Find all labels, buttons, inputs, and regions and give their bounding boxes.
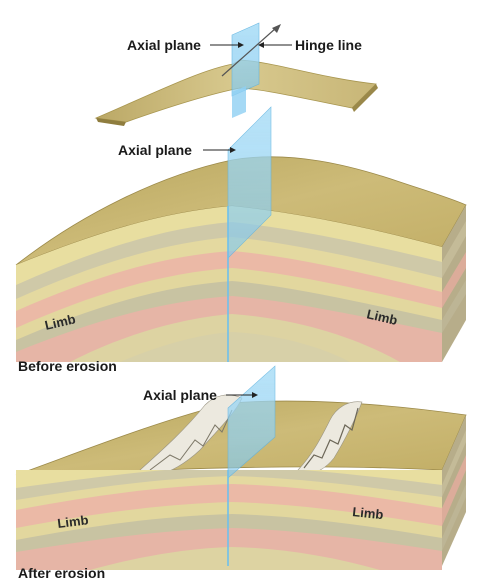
hinge-line-label: Hinge line — [295, 37, 362, 53]
after-axial-plane-leader — [226, 392, 258, 398]
before-axial-plane — [227, 106, 272, 362]
before-limb-right-label: Limb — [365, 306, 399, 328]
hinge-line-leader — [258, 42, 292, 48]
before-erosion-caption: Before erosion — [18, 358, 117, 374]
top-axial-plane-label: Axial plane — [127, 37, 201, 53]
after-limb-right-label: Limb — [352, 504, 385, 522]
before-axial-plane-leader — [203, 147, 236, 153]
after-erosion-block — [15, 394, 467, 570]
after-limb-left-label: Limb — [57, 512, 90, 531]
after-erosion-caption: After erosion — [18, 565, 105, 581]
after-axial-plane-label: Axial plane — [143, 387, 217, 403]
folded-layer-sheet — [94, 59, 378, 126]
hinge-line-arrow — [221, 24, 281, 77]
before-axial-plane-label: Axial plane — [118, 142, 192, 158]
top-axial-plane — [231, 22, 260, 118]
top-axial-plane-leader — [210, 42, 244, 48]
before-limb-left-label: Limb — [43, 311, 77, 333]
before-erosion-block — [15, 156, 467, 362]
after-axial-plane — [227, 365, 276, 566]
